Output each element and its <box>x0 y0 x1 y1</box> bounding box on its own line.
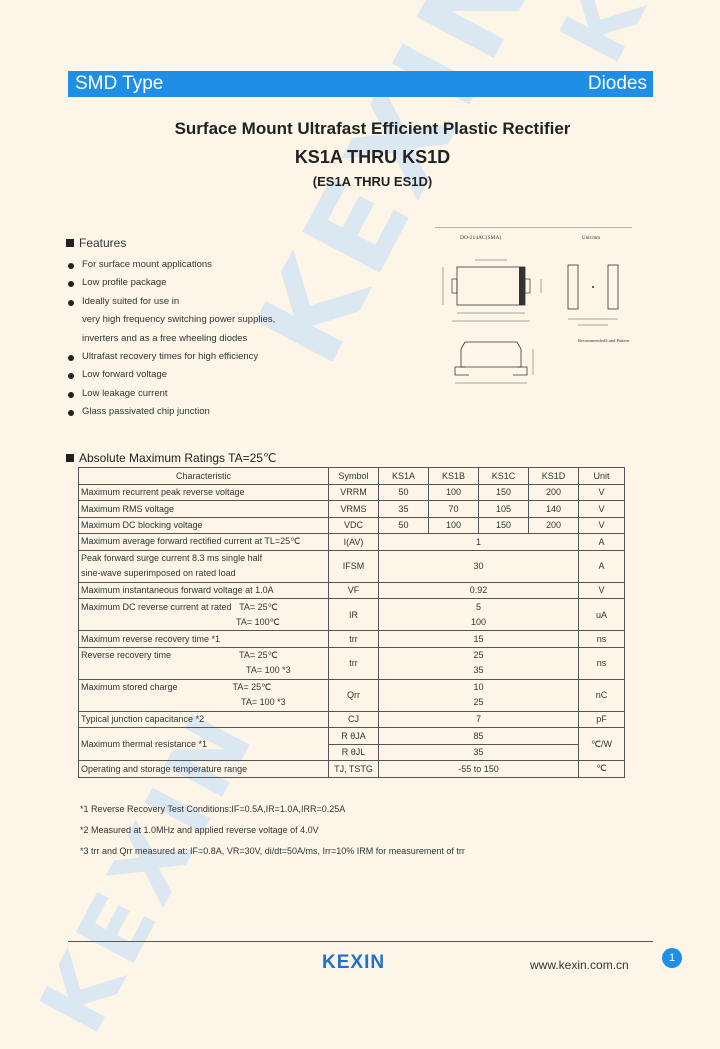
bullet-icon <box>68 391 74 398</box>
square-bullet-icon <box>66 239 74 247</box>
page-number-badge: 1 <box>662 948 682 968</box>
bullet-icon <box>68 410 74 417</box>
alt-part-number: (ES1A THRU ES1D) <box>312 174 433 189</box>
unit-label: Unit:mm <box>582 236 600 241</box>
features-heading: Features <box>79 236 127 250</box>
ratings-table: Characteristic Symbol KS1A KS1B KS1C KS1… <box>78 467 625 778</box>
watermark: KEXIN <box>540 0 720 79</box>
feature-item: very high frequency switching power supp… <box>82 314 276 326</box>
footnote: *1 Reverse Recovery Test Conditions:IF=0… <box>80 804 346 814</box>
kexin-logo: KEXIN <box>322 952 386 973</box>
bullet-icon <box>68 263 74 269</box>
bullet-icon <box>68 373 74 380</box>
header-right-label: Diodes <box>587 73 647 94</box>
feature-item: inverters and as a free wheeling diodes <box>82 332 248 344</box>
table-header-row: Characteristic Symbol KS1A KS1B KS1C KS1… <box>78 467 625 485</box>
table-row: Maximum DC reverse current at rated TA= … <box>78 598 625 631</box>
bullet-icon <box>68 281 74 288</box>
package-label: DO-214AC(SMA) <box>460 234 501 241</box>
table-row: Maximum average forward rectified curren… <box>78 533 625 551</box>
feature-item: Ideally suited for use in <box>66 293 275 311</box>
feature-item: Low forward voltage <box>66 366 275 384</box>
document-title: Surface Mount Ultrafast Efficient Plasti… <box>174 119 571 138</box>
feature-item: Low profile package <box>66 274 275 292</box>
feature-item: Low leakage current <box>66 385 275 403</box>
table-row: Maximum thermal resistance *1 R θJA 85 ℃… <box>78 727 625 761</box>
feature-item: Glass passivated chip junction <box>66 403 275 421</box>
section-header-bar: SMD Type Diodes <box>68 71 653 97</box>
part-number-title: KS1A THRU KS1D <box>294 147 451 167</box>
header-left-label: SMD Type <box>75 73 164 94</box>
feature-item: Ultrafast recovery times for high effici… <box>66 348 275 366</box>
features-section: Features For surface mount applications … <box>66 236 275 422</box>
land-pattern-label: Recommended Land Pattern <box>578 338 630 343</box>
footer-divider <box>68 941 653 942</box>
bullet-icon <box>68 299 74 306</box>
website-link[interactable]: www.kexin.com.cn <box>530 958 629 972</box>
footnote: *3 trr and Qrr measured at: IF=0.8A, VR=… <box>80 846 465 856</box>
bullet-icon <box>68 354 74 361</box>
package-outline-drawing: DO-214AC(SMA) Unit:mm Recommended Land P… <box>435 227 632 384</box>
ratings-heading: Absolute Maximum Ratings TA=25℃ <box>66 451 276 465</box>
square-bullet-icon <box>66 454 74 462</box>
table-row: Peak forward surge current 8.3 ms single… <box>78 549 625 583</box>
footnotes: *1 Reverse Recovery Test Conditions:IF=0… <box>80 803 465 866</box>
footnote: *2 Measured at 1.0MHz and applied revers… <box>80 825 319 835</box>
feature-item: For surface mount applications <box>66 256 275 274</box>
table-row: Maximum instantaneous forward voltage at… <box>78 581 625 599</box>
